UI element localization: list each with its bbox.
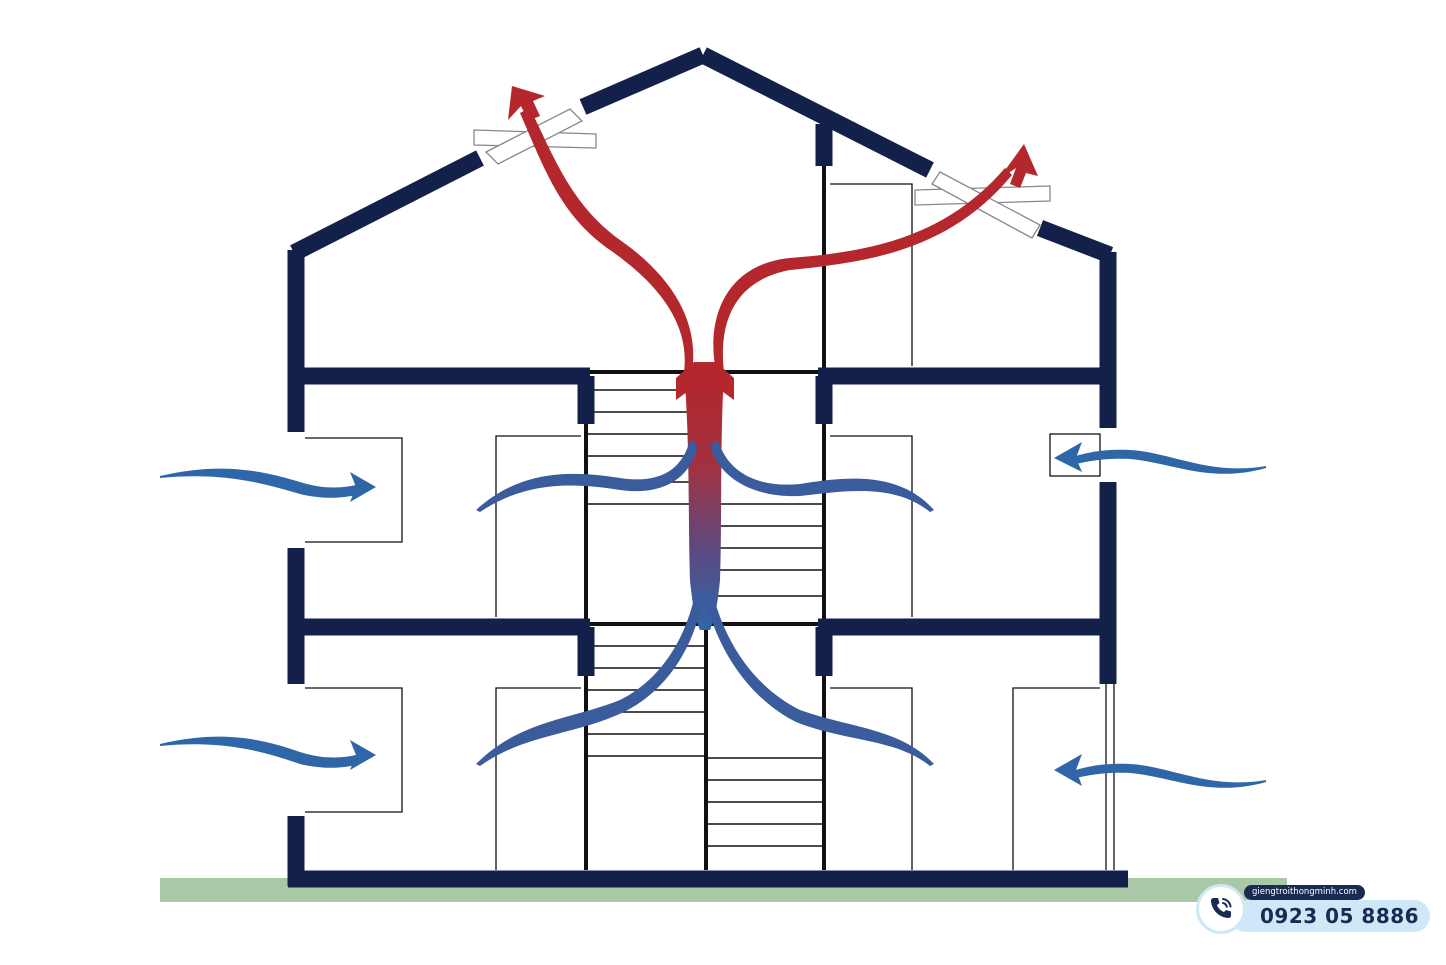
warm-air-branch-left: [520, 108, 694, 372]
warm-air-branch-right: [713, 168, 1012, 372]
arrow-up-icon: [998, 144, 1038, 188]
roof-vent-right: [914, 171, 1051, 239]
warm-air-flow: [520, 108, 1012, 372]
contact-pill: [1230, 900, 1430, 932]
house-structure: [287, 47, 1128, 888]
arrow-up-icon: [508, 86, 545, 121]
website-label[interactable]: giengtroithongminh.com: [1244, 885, 1365, 900]
phone-call-icon-glyph: [1211, 898, 1232, 918]
central-stack-flow: [684, 372, 724, 630]
contact-badge: giengtroithongminh.com 0923 05 8886: [1196, 882, 1434, 936]
rising-air-flow: [476, 440, 934, 766]
phone-number[interactable]: 0923 05 8886: [1260, 904, 1420, 928]
phone-call-icon[interactable]: [1196, 884, 1246, 934]
cool-air-flow: [160, 442, 1266, 788]
